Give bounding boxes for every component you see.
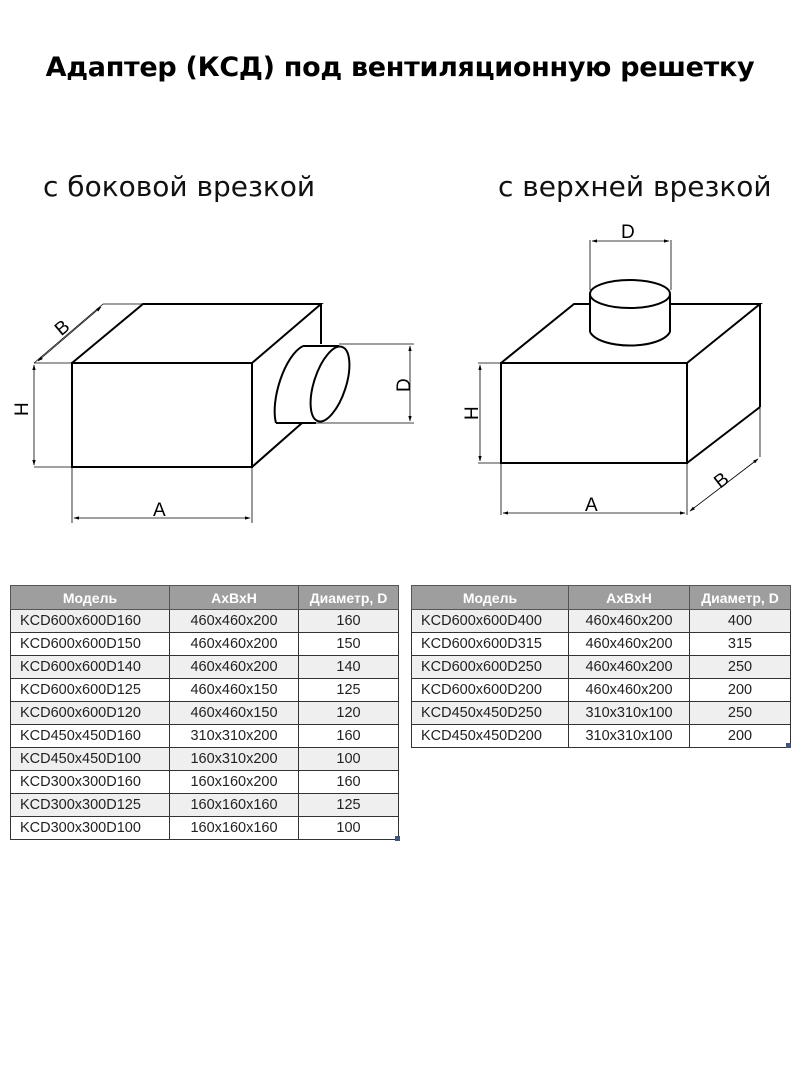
- model-cell: KCD300x300D160: [10, 770, 170, 794]
- diameter-cell: 315: [689, 632, 791, 656]
- diameter-cell: 125: [298, 678, 399, 702]
- dim-d-label: D: [394, 378, 415, 392]
- model-cell: KCD600x600D125: [10, 678, 170, 702]
- col-diameter: Диаметр, D: [689, 585, 791, 610]
- model-cell: KCD600x600D140: [10, 655, 170, 679]
- diameter-cell: 160: [298, 609, 399, 633]
- col-diameter: Диаметр, D: [298, 585, 399, 610]
- model-cell: KCD600x600D315: [411, 632, 569, 656]
- dim-a-label: A: [153, 500, 166, 521]
- dims-cell: 460x460x200: [169, 655, 299, 679]
- diameter-cell: 120: [298, 701, 399, 725]
- model-cell: KCD300x300D100: [10, 816, 170, 840]
- model-cell: KCD450x450D160: [10, 724, 170, 748]
- diameter-cell: 100: [298, 816, 399, 840]
- dim-a-label: A: [585, 495, 598, 516]
- side-connection-diagram: H B A D: [12, 303, 415, 523]
- diameter-cell: 200: [689, 724, 791, 748]
- dim-d-label: D: [621, 222, 635, 243]
- dims-cell: 160x160x160: [169, 793, 299, 817]
- side-variant-label: с боковой врезкой: [43, 170, 316, 203]
- diameter-cell: 140: [298, 655, 399, 679]
- dims-cell: 460x460x150: [169, 701, 299, 725]
- top-connection-diagram: D H A B: [462, 222, 763, 516]
- page-title: Адаптер (КСД) под вентиляционную решетку: [45, 52, 755, 83]
- model-cell: KCD300x300D125: [10, 793, 170, 817]
- diameter-cell: 160: [298, 724, 399, 748]
- dims-cell: 460x460x150: [169, 678, 299, 702]
- dim-h-label: H: [12, 402, 33, 416]
- table-resize-handle: [395, 836, 400, 841]
- col-dimensions: АхВхН: [169, 585, 299, 610]
- dims-cell: 310x310x100: [568, 701, 690, 725]
- model-cell: KCD600x600D200: [411, 678, 569, 702]
- table-resize-handle: [786, 743, 791, 748]
- dim-b-label: B: [51, 316, 74, 340]
- diameter-cell: 125: [298, 793, 399, 817]
- dim-h-label: H: [462, 406, 483, 420]
- dims-cell: 460x460x200: [568, 609, 690, 633]
- model-cell: KCD600x600D400: [411, 609, 569, 633]
- diameter-cell: 250: [689, 655, 791, 679]
- col-dimensions: АхВхН: [568, 585, 690, 610]
- diameter-cell: 100: [298, 747, 399, 771]
- dims-cell: 460x460x200: [568, 632, 690, 656]
- model-cell: KCD600x600D250: [411, 655, 569, 679]
- dims-cell: 160x160x200: [169, 770, 299, 794]
- dims-cell: 310x310x200: [169, 724, 299, 748]
- model-cell: KCD600x600D120: [10, 701, 170, 725]
- model-cell: KCD600x600D160: [10, 609, 170, 633]
- col-model: Модель: [411, 585, 569, 610]
- model-cell: KCD450x450D250: [411, 701, 569, 725]
- dims-cell: 460x460x200: [568, 678, 690, 702]
- model-cell: KCD600x600D150: [10, 632, 170, 656]
- dims-cell: 310x310x100: [568, 724, 690, 748]
- col-model: Модель: [10, 585, 170, 610]
- dims-cell: 460x460x200: [169, 609, 299, 633]
- dims-cell: 460x460x200: [568, 655, 690, 679]
- dims-cell: 460x460x200: [169, 632, 299, 656]
- model-cell: KCD450x450D200: [411, 724, 569, 748]
- diameter-cell: 150: [298, 632, 399, 656]
- model-cell: KCD450x450D100: [10, 747, 170, 771]
- diameter-cell: 200: [689, 678, 791, 702]
- top-variant-label: с верхней врезкой: [498, 170, 772, 203]
- diameter-cell: 400: [689, 609, 791, 633]
- diameter-cell: 160: [298, 770, 399, 794]
- dims-cell: 160x310x200: [169, 747, 299, 771]
- diameter-cell: 250: [689, 701, 791, 725]
- dims-cell: 160x160x160: [169, 816, 299, 840]
- dim-b-label: B: [710, 469, 733, 493]
